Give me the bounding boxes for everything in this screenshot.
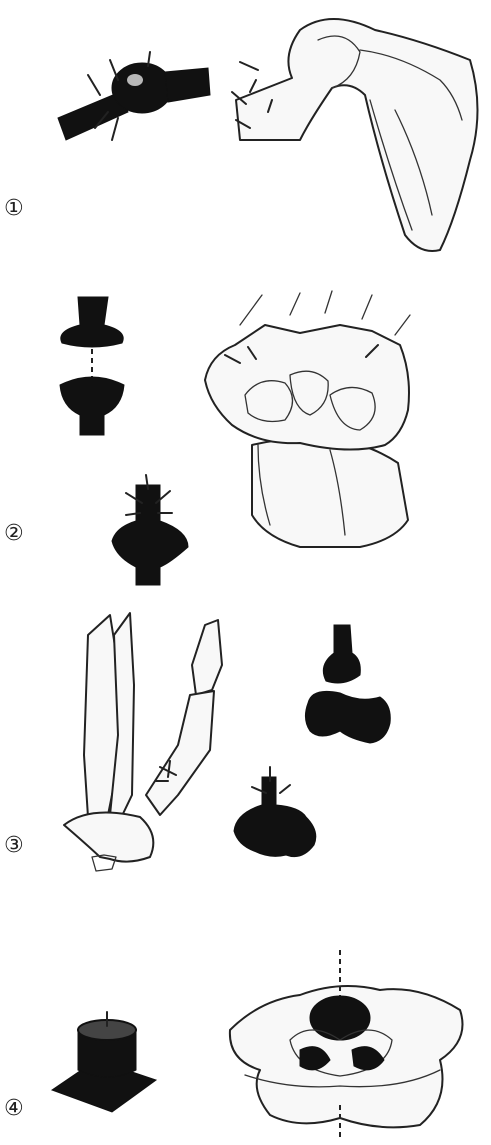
panel-marker: ① [4,198,24,220]
ellipsoid-model [60,297,188,585]
hand-anatomy [64,613,222,871]
panel-marker: ④ [4,1098,24,1120]
ball-socket-model [58,52,210,140]
panel-pivot-joint: ④ [0,900,491,1145]
shoulder-anatomy [232,19,478,251]
wrist-anatomy [205,291,410,547]
vertebra-anatomy [230,950,463,1140]
panel-hinge-joint: ③ [0,595,491,895]
hinge-models [234,625,390,857]
panel-marker: ② [4,523,24,545]
panel-marker: ③ [4,835,24,857]
pivot-model [52,1012,156,1112]
ball-socket-illustration [0,0,491,270]
panel-ellipsoid-joint: ② [0,285,491,590]
ellipsoid-illustration [0,285,491,590]
pivot-illustration [0,900,491,1145]
panel-ball-socket-joint: ① [0,0,491,270]
hinge-illustration [0,595,491,895]
